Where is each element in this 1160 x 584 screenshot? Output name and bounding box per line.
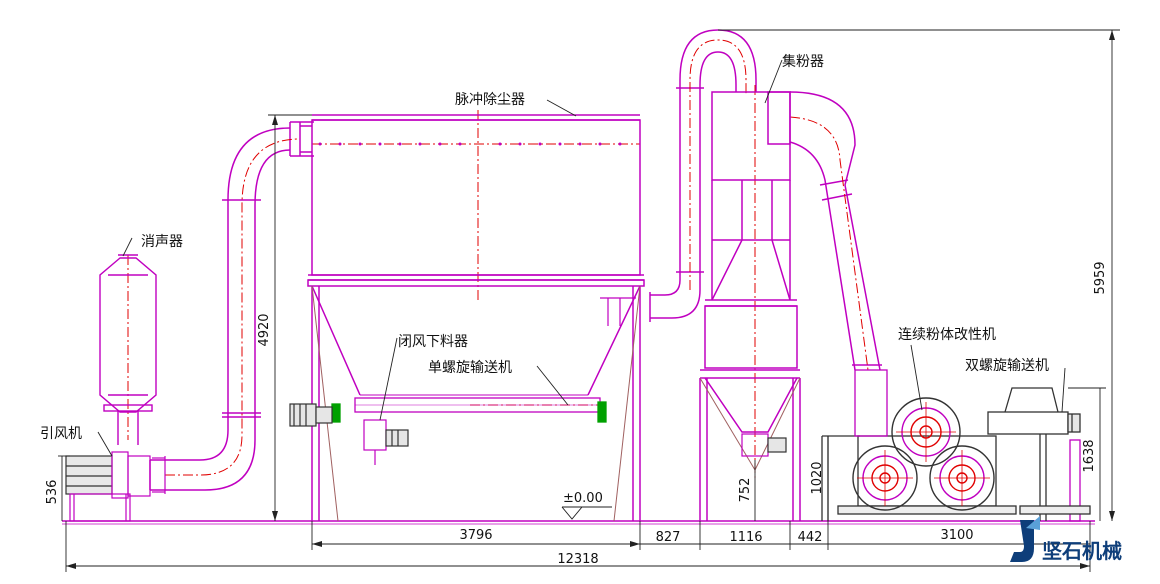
- level-mark: ±0.00: [563, 491, 603, 506]
- silencer: [99, 254, 157, 445]
- label-pulse-dust-collector: 脉冲除尘器: [455, 92, 525, 108]
- cyclone-collector: [699, 91, 801, 521]
- dim-827: 827: [656, 530, 681, 545]
- brand-name: 坚石机械: [1042, 539, 1122, 563]
- dim-3100: 3100: [940, 528, 973, 543]
- single-screw-conveyor: [331, 397, 607, 423]
- dim-1020: 1020: [810, 461, 825, 494]
- label-silencer: 消声器: [141, 234, 183, 250]
- cyclone-discharge-valve: [741, 433, 787, 457]
- induced-fan: [65, 451, 166, 522]
- dim-5959: 5959: [1093, 261, 1108, 294]
- dimension-arrows: [66, 30, 1115, 569]
- dim-752: 752: [738, 478, 753, 503]
- label-powder-collector: 集粉器: [782, 53, 824, 70]
- modifier-rotor-right: [929, 445, 995, 511]
- ground-line: [62, 520, 1095, 525]
- dim-1116: 1116: [729, 530, 762, 545]
- label-continuous-modifier: 连续粉体改性机: [898, 326, 996, 343]
- screw-conveyor-motor: [289, 403, 333, 427]
- dim-536: 536: [45, 480, 60, 505]
- pulse-dust-collector: [300, 114, 645, 522]
- brand-logo: 坚石机械: [1010, 516, 1122, 563]
- dim-3796: 3796: [459, 528, 492, 543]
- filter-bag-row: [318, 142, 622, 146]
- modifier-rotor-top: [891, 397, 961, 467]
- dim-1638: 1638: [1082, 439, 1097, 472]
- dim-4920: 4920: [257, 313, 272, 346]
- modifier-rotor-left: [852, 445, 918, 511]
- brand-mark-icon: [1010, 520, 1034, 562]
- label-airlock-feeder: 闭风下料器: [398, 334, 468, 350]
- label-single-screw-conveyor: 单螺旋输送机: [428, 360, 512, 376]
- label-induced-fan: 引风机: [40, 426, 82, 442]
- dim-12318: 12318: [557, 552, 598, 567]
- dim-442: 442: [798, 530, 823, 545]
- airlock-feeder: [363, 419, 409, 465]
- twin-screw-conveyor: [987, 387, 1091, 522]
- label-twin-screw-conveyor: 双螺旋输送机: [965, 358, 1049, 374]
- dimension-lines: [58, 29, 1120, 572]
